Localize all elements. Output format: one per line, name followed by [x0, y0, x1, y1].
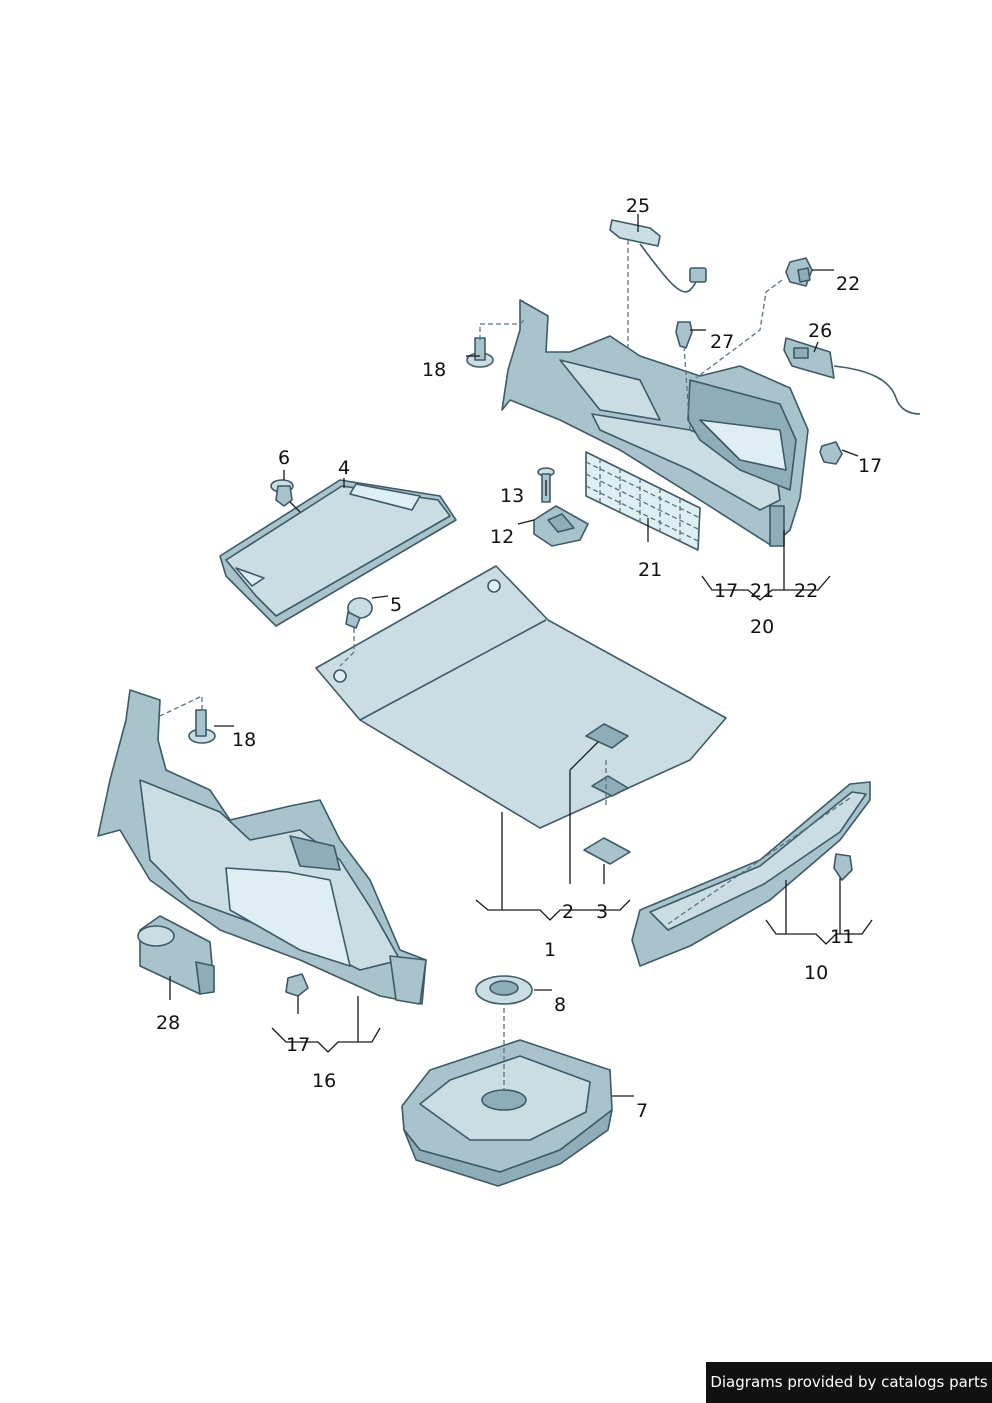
- callout-3: 3: [596, 901, 608, 923]
- part-3-cover-plate: [583, 837, 631, 865]
- callout-5: 5: [390, 594, 402, 616]
- callout-26: 26: [808, 320, 832, 342]
- part-26-switch: [783, 337, 921, 415]
- part-6-rivet: [270, 479, 294, 507]
- callout-8: 8: [554, 994, 566, 1016]
- callout-21: 21: [638, 559, 662, 581]
- callout-1: 1: [544, 939, 556, 961]
- callout-18: 18: [422, 359, 446, 381]
- credit-banner: Diagrams provided by catalogs parts: [706, 1362, 992, 1403]
- part-18-clip-upper: [466, 337, 494, 368]
- callout-labels: 25 22 26 27 18 6 4 13 12 21 17 17 21 22 …: [156, 195, 882, 1122]
- part-22-clip-upper: [785, 257, 813, 287]
- callout-22: 22: [836, 273, 860, 295]
- part-28-storage-box: [137, 915, 215, 995]
- callout-12: 12: [490, 526, 514, 548]
- part-10-sill-trim: [631, 781, 871, 967]
- callout-21: 21: [750, 580, 774, 602]
- callout-17: 17: [286, 1034, 310, 1056]
- part-21-net: [585, 451, 701, 551]
- callout-22: 22: [794, 580, 818, 602]
- callout-28: 28: [156, 1012, 180, 1034]
- part-5-rivet: [345, 597, 373, 629]
- leader-lines: [169, 214, 873, 1097]
- callout-16: 16: [312, 1070, 336, 1092]
- callout-18: 18: [232, 729, 256, 751]
- callout-17: 17: [714, 580, 738, 602]
- callout-10: 10: [804, 962, 828, 984]
- part-4-cover-panel: [219, 479, 457, 627]
- part-1-floor-cover: [315, 565, 727, 829]
- callout-2: 2: [562, 901, 574, 923]
- part-25-lamp: [609, 219, 707, 293]
- part-17-clip-upper: [819, 441, 843, 465]
- part-17-clip-lower: [285, 973, 309, 997]
- callout-11: 11: [830, 926, 854, 948]
- callout-27: 27: [710, 331, 734, 353]
- callout-20: 20: [750, 616, 774, 638]
- callout-13: 13: [500, 485, 524, 507]
- part-11-clip: [833, 853, 853, 881]
- part-20-right-trim: [501, 299, 809, 547]
- part-7-wheel-well: [401, 1039, 613, 1187]
- callout-6: 6: [278, 447, 290, 469]
- callout-4: 4: [338, 457, 350, 479]
- part-18-clip-lower: [188, 709, 216, 744]
- callout-17: 17: [858, 455, 882, 477]
- assembly-lines: [159, 240, 783, 1090]
- part-16-left-trim: [97, 689, 427, 1005]
- part-27-bolt: [675, 321, 693, 349]
- callout-25: 25: [626, 195, 650, 217]
- part-8-wheel-holder: [475, 975, 533, 1005]
- callout-7: 7: [636, 1100, 648, 1122]
- part-12-lashing-eye: [533, 505, 589, 547]
